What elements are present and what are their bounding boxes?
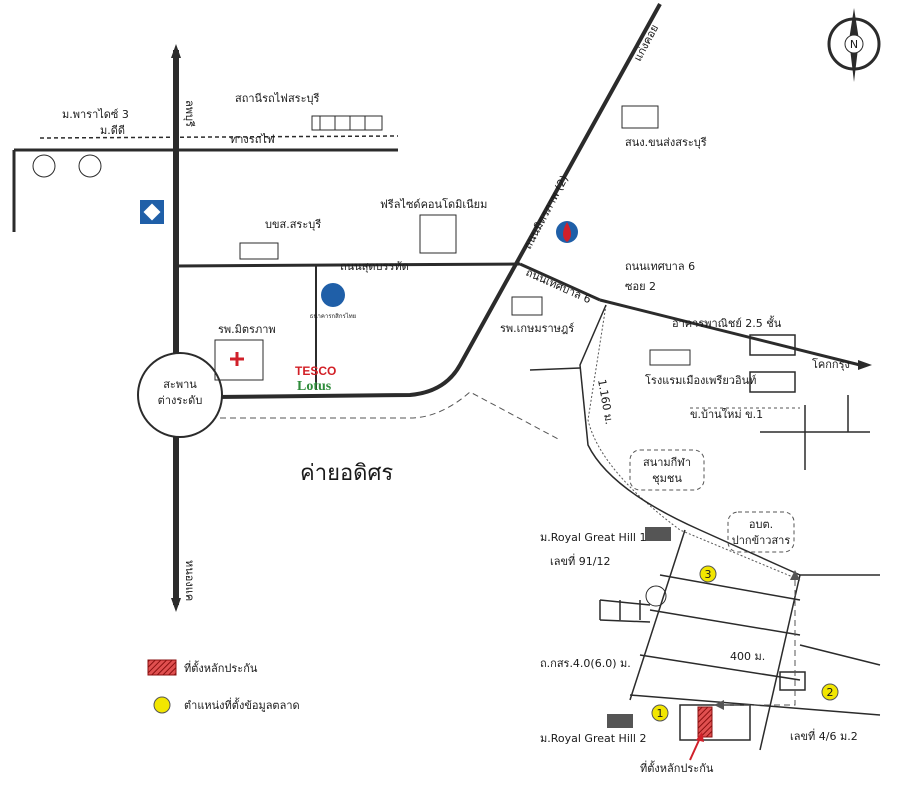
tesco-logo-text: TESCO xyxy=(295,364,336,378)
label-railway-station: สถานีรถไฟสระบุรี xyxy=(235,92,319,105)
road-label-sudbanthad: ถนนสุดบรรทัด xyxy=(340,260,409,273)
mittraphap-road xyxy=(215,3,662,399)
road-label-kaengkhoi: แก่งคอย xyxy=(631,22,661,63)
lotus-logo-text: Lotus xyxy=(297,379,332,394)
dashed-route-1 xyxy=(220,391,561,441)
sudbanthad-road xyxy=(175,262,521,268)
market-marker-1 xyxy=(651,704,669,722)
label-stadium-1: สนามกีฬา xyxy=(643,456,691,469)
label-lek-46: เลขที่ 4/6 ม.2 xyxy=(790,728,858,743)
road-label-width: ถ.กสร.4.0(6.0) ม. xyxy=(540,657,631,670)
south-arrow-road xyxy=(171,598,181,612)
kokkrung-arrow xyxy=(858,360,872,370)
condo-icon xyxy=(419,214,457,254)
legend-market-label: ตำแหน่งที่ตั้งข้อมูลตลาด xyxy=(184,697,300,712)
collateral-arrow-label: ที่ตั้งหลักประกัน xyxy=(640,760,714,775)
label-mu-d: ม.ดีดี xyxy=(100,124,125,137)
school-icon xyxy=(621,105,659,129)
market-marker-1-label: 1 xyxy=(657,707,664,720)
label-obt-2: ปากข้าวสาร xyxy=(732,534,791,547)
royal-2-icon xyxy=(607,714,633,728)
legend-collateral-swatch xyxy=(147,659,177,676)
label-post-office: บขส.สระบุรี xyxy=(265,218,321,231)
road-label-nongkhae: หนองแค xyxy=(183,560,196,601)
dashed-arrow-up xyxy=(790,570,800,580)
ptt-flame xyxy=(563,222,571,242)
post-office-icon xyxy=(239,242,279,260)
area-label: ค่ายอดิศร xyxy=(300,461,393,486)
collateral-arrow xyxy=(689,737,701,761)
label-lek-91: เลขที่ 91/12 xyxy=(550,553,610,568)
local-road-a xyxy=(579,304,801,576)
label-obt-1: อบต. xyxy=(749,518,773,531)
tessaban6-road-a xyxy=(519,262,601,302)
interchange-circle xyxy=(137,352,223,438)
label-condo: ฟรีลไซด์คอนโดมิเนียม xyxy=(380,197,487,211)
interchange-label-1: สะพาน xyxy=(163,378,197,391)
bank-logo-shape xyxy=(143,203,161,221)
compass-label: N xyxy=(850,38,858,51)
label-mu-paradise: ม.พาราไดซ์ 3 xyxy=(62,108,129,121)
interchange-label-2: ต่างระดับ xyxy=(158,394,203,407)
local-road-b xyxy=(529,367,581,371)
road-label-1160: 1.160 ม. xyxy=(595,378,616,425)
kasemrad-icon xyxy=(511,296,543,316)
legend-market-swatch xyxy=(153,696,171,714)
label-commercial: อาคารพาณิชย์ 2.5 ชั้น xyxy=(672,315,782,330)
label-kasemrad: รพ.เกษมราษฎร์ xyxy=(500,322,574,335)
lek-91-circle xyxy=(645,585,667,607)
label-hotel: โรงแรมเมืองเพรียวอินท์ xyxy=(645,373,756,387)
road-label-lopburi: ลพบุรี xyxy=(183,100,196,127)
north-arrow-road xyxy=(171,44,181,58)
legend-collateral-label: ที่ตั้งหลักประกัน xyxy=(184,660,258,675)
railway-station-icon xyxy=(311,115,383,131)
road-label-400: 400 ม. xyxy=(730,650,765,663)
road-label-tessaban6: ถนนเทศบาล 6 xyxy=(524,266,593,306)
market-marker-3 xyxy=(699,565,717,583)
obt-box xyxy=(727,511,795,553)
label-royal-2: ม.Royal Great Hill 2 xyxy=(540,732,647,745)
label-royal-1: ม.Royal Great Hill 1 xyxy=(540,531,647,544)
collateral-plot xyxy=(697,706,713,738)
dashed-route-3 xyxy=(720,580,796,706)
market-marker-2-label: 2 xyxy=(827,686,834,699)
road-label-kokkrung: โคกกรุง xyxy=(812,357,850,371)
stadium-box xyxy=(629,449,705,491)
label-kbank: ธนาคารกสิกรไทย xyxy=(310,312,356,320)
label-school: สนง.ขนส่งสระบุรี xyxy=(625,136,707,149)
dashed-route-2 xyxy=(587,304,801,581)
compass-icon: N xyxy=(827,8,881,82)
village-circle-1 xyxy=(32,154,56,178)
dashed-arrow-left xyxy=(714,700,724,710)
tessaban6-road-b xyxy=(599,298,861,367)
market-marker-2 xyxy=(821,683,839,701)
road-label-soi2: ซอย 2 xyxy=(625,280,656,293)
label-hospital: รพ.มิตรภาพ xyxy=(218,323,276,336)
village-circle-2 xyxy=(78,154,102,178)
royal-1-icon xyxy=(645,527,671,541)
collateral-arrowhead xyxy=(696,732,704,742)
road-label-tessaban6-corner: ถนนเทศบาล 6 xyxy=(625,260,695,273)
kbank-icon xyxy=(321,283,345,307)
railway-line xyxy=(39,135,399,139)
label-village-mai: ข.บ้านใหม่ ข.1 xyxy=(690,408,763,421)
market-marker-3-label: 3 xyxy=(705,568,712,581)
hospital-icon xyxy=(214,339,264,381)
legend: ที่ตั้งหลักประกัน ตำแหน่งที่ตั้งข้อมูลตล… xyxy=(147,659,300,714)
label-stadium-2: ชุมชน xyxy=(652,472,682,485)
road-label-railway: ทางรถไฟ xyxy=(230,133,275,146)
hotel-icon xyxy=(649,349,691,366)
